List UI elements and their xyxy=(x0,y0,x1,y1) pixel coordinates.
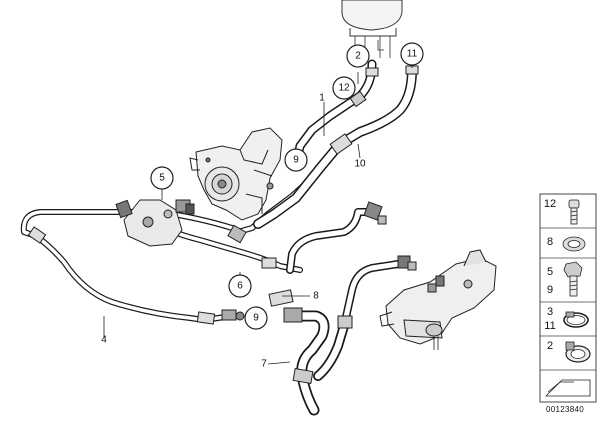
callout-12: 12 xyxy=(332,76,356,100)
leader-7: 7 xyxy=(261,359,267,370)
steering-gear xyxy=(379,249,497,350)
bolt-icon xyxy=(568,199,580,225)
leader-1: 1 xyxy=(319,93,325,104)
leader-4: 4 xyxy=(101,335,107,346)
parts-legend: 12 8 5 9 3 11 2 xyxy=(539,193,597,403)
callout-9-top: 9 xyxy=(284,148,308,172)
legend-label-2: 2 xyxy=(547,340,553,352)
callout-2: 2 xyxy=(346,44,370,68)
union-fittings-right xyxy=(363,201,445,293)
legend-label-9: 9 xyxy=(547,284,553,296)
callout-6: 6 xyxy=(228,274,252,298)
callout-11: 11 xyxy=(400,42,424,66)
svg-text:9: 9 xyxy=(253,313,259,324)
line-bracket xyxy=(115,199,195,247)
return-hose-1-clamp xyxy=(349,67,379,108)
arrow-icon xyxy=(545,379,591,397)
svg-text:5: 5 xyxy=(159,173,165,184)
banjo-bolt-icon xyxy=(563,261,583,297)
line-4-fittings xyxy=(27,226,237,325)
hose-7-clamps xyxy=(235,289,353,385)
leader-8: 8 xyxy=(313,291,319,302)
svg-text:9: 9 xyxy=(293,155,299,166)
leader-lines xyxy=(103,64,413,365)
hose-clamp-icon xyxy=(565,341,591,363)
legend-label-12: 12 xyxy=(544,198,556,210)
svg-text:12: 12 xyxy=(338,83,350,94)
svg-text:2: 2 xyxy=(355,51,361,62)
leader-10: 10 xyxy=(354,159,366,170)
hose-7 xyxy=(284,310,349,416)
return-line-right xyxy=(286,208,402,330)
steering-pump xyxy=(189,127,283,221)
hose-clamp-icon xyxy=(563,311,589,328)
legend-label-11: 11 xyxy=(544,320,555,332)
callout-5: 5 xyxy=(150,166,174,190)
reference-code: 00123840 xyxy=(546,405,584,414)
reservoir xyxy=(341,0,403,58)
svg-text:6: 6 xyxy=(237,281,243,292)
svg-text:11: 11 xyxy=(407,49,418,60)
pump-union xyxy=(227,224,277,269)
callout-9-bottom: 9 xyxy=(244,306,268,330)
legend-label-8: 8 xyxy=(547,236,553,248)
legend-label-5: 5 xyxy=(547,266,553,278)
legend-label-3: 3 xyxy=(547,306,553,318)
sealing-ring-icon xyxy=(562,236,586,252)
